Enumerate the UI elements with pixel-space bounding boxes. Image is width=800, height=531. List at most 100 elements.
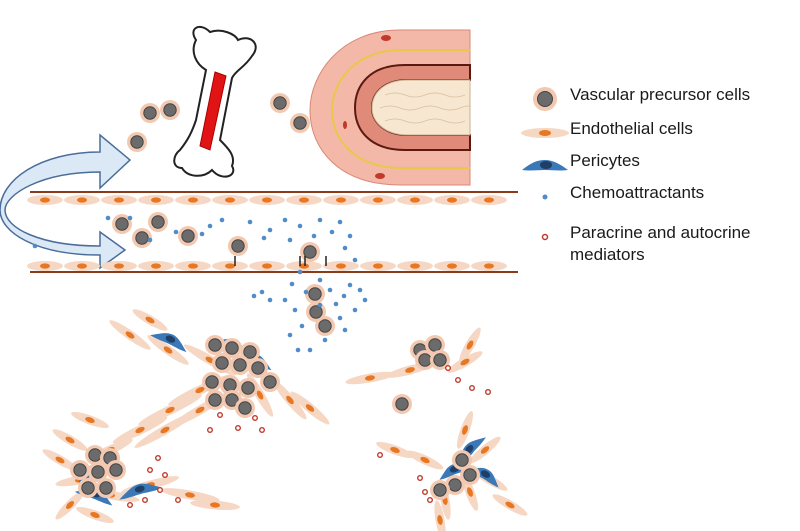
chemoattractant-dot [341, 293, 347, 299]
endothelial-cell [175, 261, 211, 271]
endothelial-sprouts [42, 309, 528, 531]
endothelial-cell [459, 327, 481, 363]
chemoattractant-dot [292, 307, 298, 313]
endothelial-cell-icon [521, 128, 569, 138]
chemoattractant-dot [199, 231, 205, 237]
circulating-precursor-cells [127, 93, 310, 152]
chemoattractant-dot [282, 297, 288, 303]
paracrine-mediator-dot [156, 487, 163, 494]
endothelial-cell [345, 371, 395, 385]
chemoattractant-dot [32, 243, 38, 249]
chemoattractant-dot [287, 332, 293, 338]
endothelial-cell [160, 488, 220, 502]
pericyte-icon [522, 160, 568, 171]
vascular-precursor-cell [140, 103, 160, 123]
legend-label-endothelial: Endothelial cells [570, 119, 693, 138]
vascular-precursor-cell [212, 353, 232, 373]
vascular-precursor-cell [78, 478, 98, 498]
chemoattractant-dot [357, 287, 363, 293]
endothelial-cell [286, 261, 322, 271]
chemoattractant-dot [251, 293, 257, 299]
endothelial-cell [64, 261, 100, 271]
bone-illustration [173, 25, 257, 178]
chemoattractant-dot [327, 287, 333, 293]
vascular-precursor-cell [230, 355, 250, 375]
vascular-precursor-cell [248, 358, 268, 378]
endothelial-cell [212, 195, 248, 205]
chemoattractant-dot [267, 227, 273, 233]
vascular-precursor-cell [228, 236, 248, 256]
chemoattractant-dot [347, 233, 353, 239]
paracrine-mediator-dot-icon [541, 233, 549, 241]
blood-vessel [27, 191, 518, 273]
endothelial-cell [376, 441, 414, 459]
endothelial-cell [456, 411, 474, 449]
legend-label-vascular-precursor: Vascular precursor cells [570, 85, 751, 104]
legend-label-pericytes: Pericytes [570, 151, 640, 170]
legend-item-paracrine: Paracrine and autocrine mediators [520, 222, 800, 266]
vascular-precursor-cell [300, 242, 320, 262]
chemoattractant-dot [311, 233, 317, 239]
endothelial-cell [471, 195, 507, 205]
paracrine-mediator-dot [126, 502, 133, 509]
vascular-precursor-cell [306, 302, 326, 322]
legend-label-paracrine: Paracrine and autocrine mediators [570, 223, 751, 264]
endothelial-cell [397, 261, 433, 271]
endothelial-cell [190, 500, 240, 510]
vascular-precursor-cell [127, 132, 147, 152]
endothelial-cell [447, 351, 483, 373]
pericyte-cell [119, 483, 163, 500]
endothelial-cell [471, 261, 507, 271]
vascular-precursor-cell [392, 394, 412, 414]
vascular-precursor-cell [160, 100, 180, 120]
artery-section-illustration [309, 29, 471, 186]
legend-item-chemoattractants: Chemoattractants [520, 182, 800, 212]
paracrine-mediator-dot [146, 467, 153, 474]
paracrine-mediator-dot [251, 415, 258, 422]
vascular-precursor-cell [238, 378, 258, 398]
chemoattractant-dot [352, 257, 358, 263]
endothelial-cell [397, 195, 433, 205]
chemoattractant-dot [259, 289, 265, 295]
endothelial-cell [55, 490, 85, 520]
chemoattractant-dot [342, 245, 348, 251]
chemoattractant-dots [32, 215, 368, 353]
vascular-precursor-cell [106, 460, 126, 480]
paracrine-mediator-dot [161, 472, 168, 479]
legend-item-vascular-precursor: Vascular precursor cells [520, 84, 800, 114]
artery-lumen-texture [379, 92, 471, 124]
chemoattractant-dot [289, 281, 295, 287]
paracrine-mediator-dot [422, 489, 429, 496]
endothelial-cell [138, 394, 202, 426]
chemoattractant-dot [173, 229, 179, 235]
chemoattractant-dot [207, 223, 213, 229]
paracrine-mediator-dot [427, 497, 434, 504]
vascular-precursor-cell-icon [533, 87, 557, 111]
vascular-precursor-cell [88, 462, 108, 482]
chemoattractant-dot [297, 223, 303, 229]
legend-item-endothelial: Endothelial cells [520, 118, 800, 148]
paracrine-mediator-dot [445, 365, 452, 372]
chemoattractant-dot [247, 219, 253, 225]
migration-arrow [0, 133, 132, 270]
chemoattractant-dot [147, 237, 153, 243]
vascular-precursor-cell [205, 390, 225, 410]
chemoattractant-dot [322, 337, 328, 343]
endothelial-cell [76, 506, 114, 524]
vascular-precursor-cell [132, 228, 152, 248]
vascular-precursor-cell [235, 398, 255, 418]
endothelial-cell [147, 335, 189, 365]
chemoattractant-dot [352, 307, 358, 313]
endothelial-cell [212, 261, 248, 271]
endothelial-cell [286, 195, 322, 205]
vascular-precursor-cell [148, 212, 168, 232]
endothelial-cell [434, 261, 470, 271]
endothelial-cell [175, 195, 211, 205]
vessel-precursor-cells [70, 212, 480, 500]
paracrine-mediator-dot [455, 377, 462, 384]
chemoattractant-dot [337, 315, 343, 321]
chemoattractant-dot [261, 235, 267, 241]
endothelial-cell [290, 391, 330, 425]
endothelial-cell [323, 195, 359, 205]
chemoattractant-dot [317, 277, 323, 283]
